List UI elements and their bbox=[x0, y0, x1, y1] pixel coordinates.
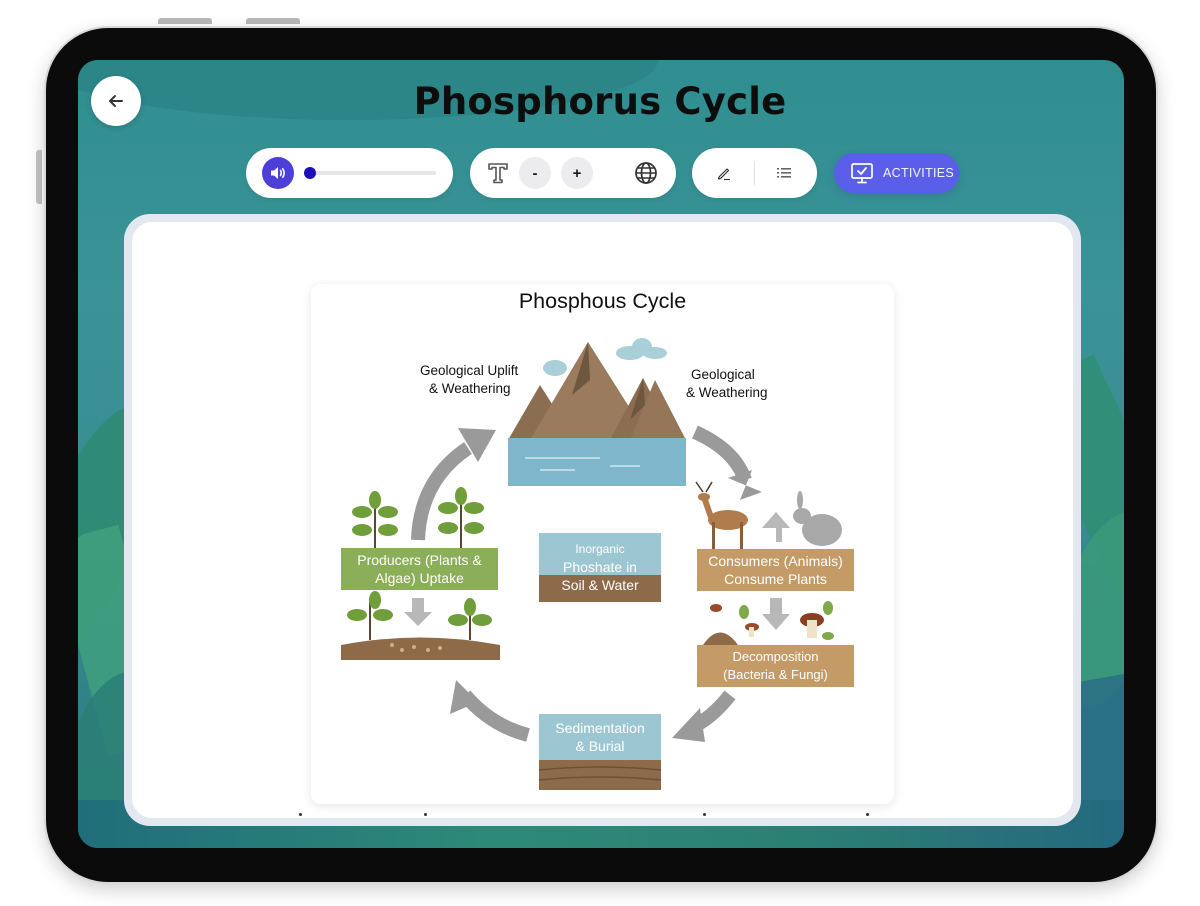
list-button[interactable] bbox=[774, 163, 794, 183]
audio-slider-thumb[interactable] bbox=[304, 167, 316, 179]
box-inorganic-phosphate: Inorganic Phoshate in Soil & Water bbox=[539, 533, 661, 601]
figure-title: Phosphous Cycle bbox=[518, 289, 687, 313]
toolbar-divider bbox=[754, 161, 755, 185]
rabbit-icon bbox=[793, 491, 842, 546]
label-line: Geological bbox=[691, 367, 755, 382]
box-text: Sedimentation bbox=[555, 720, 645, 736]
increase-text-button[interactable]: + bbox=[561, 157, 593, 189]
audio-progress-slider[interactable] bbox=[308, 171, 436, 175]
device-top-button bbox=[246, 18, 300, 24]
label-line: Geological Uplift bbox=[420, 363, 519, 378]
page-title: Phosphorus Cycle bbox=[413, 80, 787, 123]
plant-icon bbox=[341, 487, 500, 660]
box-text: Phoshate in bbox=[563, 559, 637, 575]
decrease-text-button[interactable]: - bbox=[519, 157, 551, 189]
increase-label: + bbox=[572, 164, 582, 182]
cloud-icon bbox=[543, 338, 667, 376]
play-audio-button[interactable] bbox=[262, 157, 294, 189]
mountain-icon bbox=[508, 342, 686, 486]
deer-icon bbox=[695, 481, 748, 550]
label-line: & Weathering bbox=[686, 385, 768, 400]
box-text: & Burial bbox=[575, 738, 625, 754]
pencil-icon bbox=[718, 168, 730, 181]
mushroom-icon bbox=[703, 604, 824, 645]
box-text: Algae) Uptake bbox=[375, 570, 464, 586]
box-text: Decomposition bbox=[732, 649, 819, 664]
back-button[interactable] bbox=[91, 76, 141, 126]
pen-button[interactable] bbox=[714, 163, 734, 183]
clipped-text-fragment bbox=[424, 813, 427, 816]
box-text: Consume Plants bbox=[724, 571, 827, 587]
clipped-text-fragment bbox=[866, 813, 869, 816]
box-text: (Bacteria & Fungi) bbox=[723, 667, 828, 682]
decrease-label: - bbox=[532, 164, 538, 182]
activities-label: ACTIVITIES bbox=[883, 166, 955, 180]
label-line: & Weathering bbox=[429, 381, 511, 396]
text-tools-group: - + bbox=[470, 148, 676, 198]
audio-player bbox=[246, 148, 453, 198]
label-geological-weathering-right: Geological & Weathering bbox=[686, 366, 768, 402]
list-icon bbox=[777, 168, 791, 178]
label-geological-uplift-left: Geological Uplift & Weathering bbox=[420, 362, 518, 398]
speaker-icon bbox=[271, 167, 285, 179]
box-text: Producers (Plants & bbox=[357, 552, 482, 568]
box-sedimentation: Sedimentation & Burial bbox=[539, 714, 661, 760]
globe-icon bbox=[635, 162, 657, 184]
box-decomposition: Decomposition (Bacteria & Fungi) bbox=[697, 645, 854, 687]
clipped-text-fragment bbox=[299, 813, 302, 816]
arrow-left-icon bbox=[109, 95, 123, 107]
sediment-layers bbox=[538, 760, 662, 790]
text-size-icon bbox=[488, 163, 508, 184]
monitor-check-icon bbox=[851, 163, 873, 184]
font-style-button[interactable] bbox=[484, 160, 512, 186]
box-text: Inorganic bbox=[575, 542, 625, 556]
leaf-icon bbox=[739, 601, 834, 640]
device-top-button bbox=[158, 18, 212, 24]
device-side-button bbox=[36, 150, 42, 204]
activities-button[interactable]: ACTIVITIES bbox=[834, 153, 959, 193]
language-button[interactable] bbox=[633, 160, 659, 186]
clipped-text-fragment bbox=[703, 813, 706, 816]
box-text: Consumers (Animals) bbox=[708, 553, 843, 569]
box-text: Soil & Water bbox=[561, 577, 639, 593]
box-consumers: Consumers (Animals) Consume Plants bbox=[697, 549, 854, 591]
box-producers: Producers (Plants & Algae) Uptake bbox=[341, 548, 498, 590]
annotation-tools-group bbox=[692, 148, 817, 198]
